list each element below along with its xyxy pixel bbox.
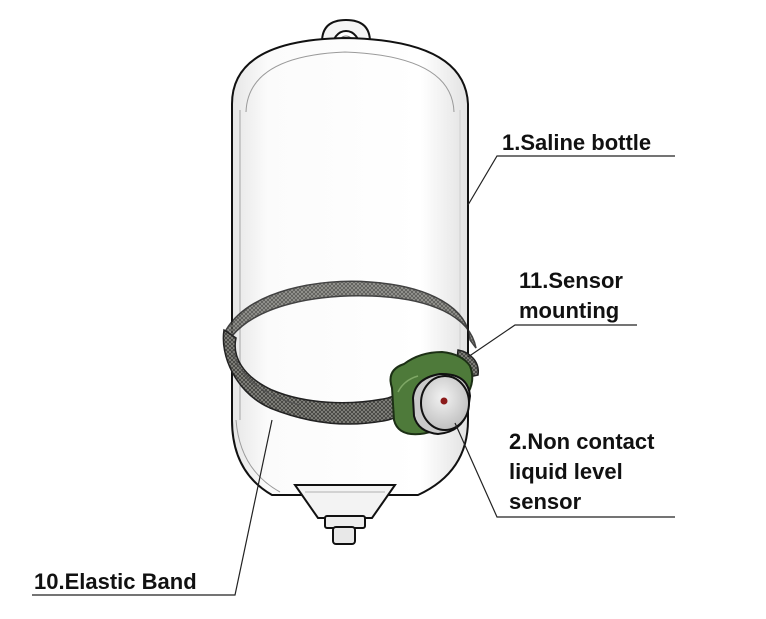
label-liquid-level-sensor-line-3: sensor [509, 489, 582, 514]
liquid-level-sensor [411, 372, 472, 436]
label-sensor-mounting-line-1: 11.Sensor [519, 268, 623, 293]
sensor-indicator-icon [440, 397, 448, 405]
label-elastic-band-text: 10.Elastic Band [34, 569, 197, 594]
label-sensor-mounting-line-2: mounting [519, 298, 620, 323]
label-liquid-level-sensor-line-1: 2.Non contact [509, 429, 655, 454]
label-saline-bottle-text: 1.Saline bottle [502, 130, 652, 155]
leader-lines [32, 155, 675, 596]
label-saline-bottle: 1.Saline bottle [502, 128, 651, 158]
bottle-nozzle [293, 484, 397, 545]
label-sensor-mounting: 11.Sensor mounting [519, 266, 623, 326]
label-elastic-band: 10.Elastic Band [34, 567, 197, 597]
label-liquid-level-sensor-line-2: liquid level [509, 459, 623, 484]
label-liquid-level-sensor: 2.Non contact liquid level sensor [509, 427, 654, 517]
